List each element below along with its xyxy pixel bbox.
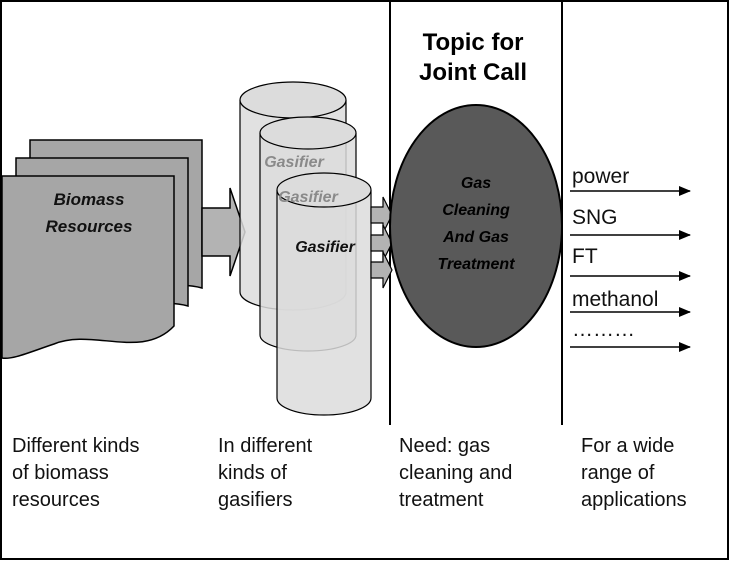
topic-title-line1: Topic for bbox=[423, 29, 524, 56]
caption-col1-line1: Different kinds bbox=[12, 435, 139, 457]
application-label-methanol: methanol bbox=[572, 288, 658, 311]
caption-col3-line2: cleaning and bbox=[399, 462, 512, 484]
gasifier-front bbox=[276, 172, 372, 416]
application-label-more: ……… bbox=[572, 318, 635, 341]
biomass-stack bbox=[1, 139, 203, 360]
gasifier-to-cleaning-arrow-2 bbox=[370, 224, 393, 262]
gasifier-label-middle: Gasifier bbox=[278, 189, 338, 206]
caption-col4-line3: applications bbox=[581, 489, 687, 511]
caption-col1-line3: resources bbox=[12, 489, 100, 511]
cleaning-label-line4: Treatment bbox=[437, 256, 515, 273]
biomass-to-gasifier-arrow bbox=[201, 187, 246, 277]
gasifier-to-cleaning-arrow-3 bbox=[370, 251, 393, 289]
gasifier-to-cleaning-arrow-1 bbox=[370, 196, 393, 234]
cleaning-label-line2: Cleaning bbox=[442, 202, 510, 219]
biomass-label-line1: Biomass bbox=[54, 190, 125, 209]
caption-col4-line2: range of bbox=[581, 462, 655, 484]
caption-col2-line3: gasifiers bbox=[218, 489, 292, 511]
application-label-ft: FT bbox=[572, 245, 598, 268]
caption-col2-line1: In different bbox=[218, 435, 313, 457]
caption-col1-line2: of biomass bbox=[12, 462, 109, 484]
caption-col3-line3: treatment bbox=[399, 489, 484, 511]
gas-cleaning-ellipse bbox=[389, 104, 563, 348]
caption-col2-line2: kinds of bbox=[218, 462, 287, 484]
application-label-sng: SNG bbox=[572, 206, 618, 229]
caption-col4-line1: For a wide bbox=[581, 435, 674, 457]
application-label-power: power bbox=[572, 165, 629, 188]
cleaning-label-line3: And Gas bbox=[442, 229, 509, 246]
cleaning-label-line1: Gas bbox=[461, 175, 491, 192]
gasifier-label-back: Gasifier bbox=[264, 154, 324, 171]
caption-col3-line1: Need: gas bbox=[399, 435, 490, 457]
biomass-page-front bbox=[1, 175, 175, 360]
biomass-label-line2: Resources bbox=[46, 217, 133, 236]
topic-title-line2: Joint Call bbox=[419, 59, 527, 86]
gasifier-label-front: Gasifier bbox=[295, 239, 355, 256]
